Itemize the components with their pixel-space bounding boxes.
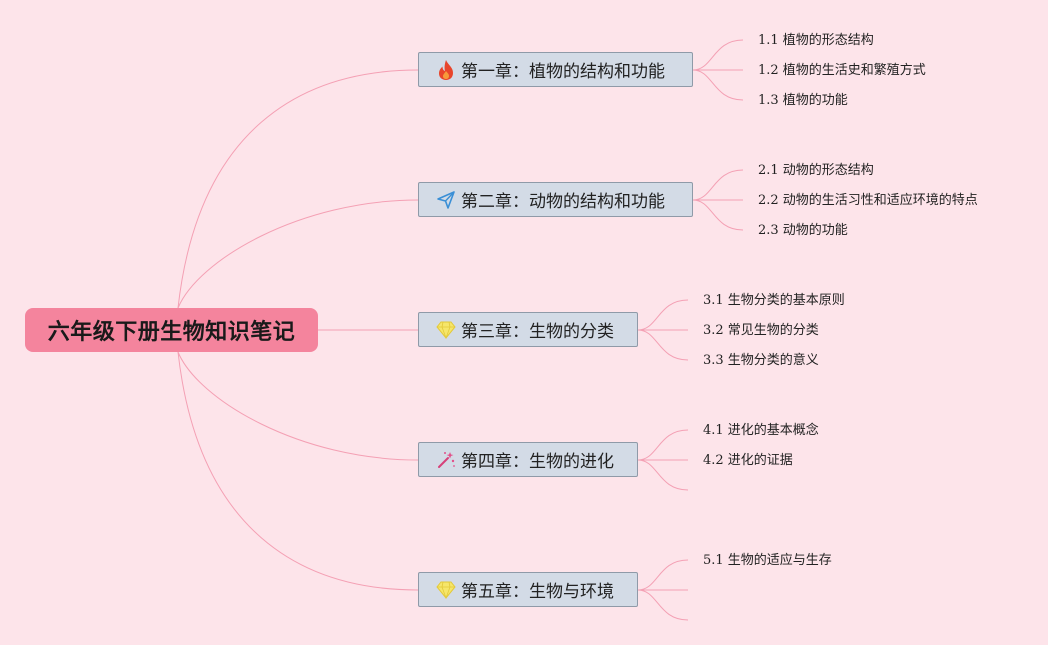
- chapter-2-to-subtopic-3-line: [692, 199, 744, 231]
- subtopic-2-1[interactable]: 2.1 动物的形态结构: [758, 163, 874, 178]
- subtopic-3-1[interactable]: 3.1 生物分类的基本原则: [703, 293, 845, 308]
- chapter-1-to-subtopic-1-line: [692, 39, 744, 71]
- chapter-1-label: 第一章：植物的结构和功能: [461, 62, 665, 82]
- chapter-4-node[interactable]: 第四章：生物的进化: [418, 442, 638, 477]
- paper-plane-icon: [435, 189, 457, 211]
- subtopic-1-1[interactable]: 1.1 植物的形态结构: [758, 33, 874, 48]
- chapter-4-to-subtopic-3-line: [637, 459, 689, 491]
- subtopic-5-1[interactable]: 5.1 生物的适应与生存: [703, 553, 832, 568]
- chapter-5-node[interactable]: 第五章：生物与环境: [418, 572, 638, 607]
- subtopic-1-2[interactable]: 1.2 植物的生活史和繁殖方式: [758, 63, 926, 78]
- subtopic-1-3[interactable]: 1.3 植物的功能: [758, 93, 848, 108]
- root-to-chapter-5-line: [177, 351, 419, 591]
- chapter-5-label: 第五章：生物与环境: [461, 582, 614, 602]
- chapter-1-node[interactable]: 第一章：植物的结构和功能: [418, 52, 693, 87]
- fire-icon: [435, 59, 457, 81]
- subtopic-3-3[interactable]: 3.3 生物分类的意义: [703, 353, 819, 368]
- chapter-3-node[interactable]: 第三章：生物的分类: [418, 312, 638, 347]
- chapter-4-to-subtopic-1-line: [637, 429, 689, 461]
- chapter-3-label: 第三章：生物的分类: [461, 322, 614, 342]
- chapter-5-to-subtopic-3-line: [637, 589, 689, 621]
- chapter-3-to-subtopic-1-line: [637, 299, 689, 331]
- chapter-3-to-subtopic-3-line: [637, 329, 689, 361]
- subtopic-2-2[interactable]: 2.2 动物的生活习性和适应环境的特点: [758, 193, 978, 208]
- root-to-chapter-2-line: [177, 199, 419, 309]
- chapter-2-node[interactable]: 第二章：动物的结构和功能: [418, 182, 693, 217]
- chapter-4-label: 第四章：生物的进化: [461, 452, 614, 472]
- subtopic-2-3[interactable]: 2.3 动物的功能: [758, 223, 848, 238]
- root-topic[interactable]: 六年级下册生物知识笔记: [25, 308, 318, 352]
- subtopic-4-2[interactable]: 4.2 进化的证据: [703, 453, 793, 468]
- subtopic-4-1[interactable]: 4.1 进化的基本概念: [703, 423, 819, 438]
- chapter-1-to-subtopic-3-line: [692, 69, 744, 101]
- chapter-2-label: 第二章：动物的结构和功能: [461, 192, 665, 212]
- subtopic-3-2[interactable]: 3.2 常见生物的分类: [703, 323, 819, 338]
- chapter-5-to-subtopic-1-line: [637, 559, 689, 591]
- magic-wand-icon: [435, 449, 457, 471]
- gem-icon: [435, 579, 457, 601]
- chapter-2-to-subtopic-1-line: [692, 169, 744, 201]
- root-to-chapter-4-line: [177, 351, 419, 461]
- root-title: 六年级下册生物知识笔记: [47, 320, 296, 345]
- gem-icon: [435, 319, 457, 341]
- root-to-chapter-1-line: [177, 69, 419, 309]
